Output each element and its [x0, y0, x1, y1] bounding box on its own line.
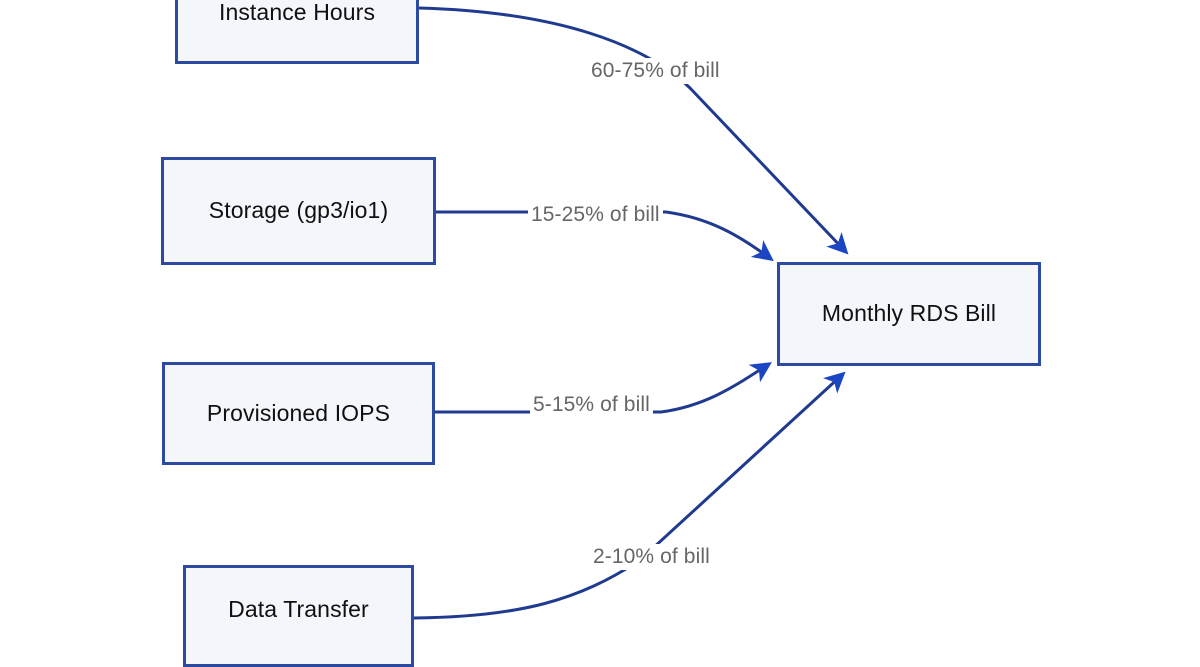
node-storage[interactable]: Storage (gp3/io1)	[161, 157, 436, 265]
edge-label-data-transfer: 2-10% of bill	[590, 544, 713, 570]
node-label-data-transfer: Data Transfer	[228, 596, 369, 623]
node-label-storage: Storage (gp3/io1)	[208, 197, 389, 224]
edge-path-storage	[436, 210, 774, 262]
edge-label-storage: 15-25% of bill	[528, 202, 663, 228]
edge-label-provisioned-iops: 5-15% of bill	[530, 392, 653, 418]
node-instance-hours[interactable]: Instance Hours	[175, 0, 419, 64]
diagram-canvas: Instance Hours Storage (gp3/io1) Provisi…	[161, 0, 1041, 667]
edge-path-provisioned-iops	[435, 362, 772, 414]
node-label-instance-hours: Instance Hours	[218, 0, 376, 26]
node-provisioned-iops[interactable]: Provisioned IOPS	[162, 362, 435, 465]
node-label-provisioned-iops: Provisioned IOPS	[206, 399, 391, 426]
node-label-monthly-rds-bill: Monthly RDS Bill	[821, 300, 997, 327]
node-monthly-rds-bill[interactable]: Monthly RDS Bill	[777, 262, 1041, 366]
edge-label-instance-hours: 60-75% of bill	[588, 58, 723, 84]
node-data-transfer[interactable]: Data Transfer	[183, 565, 414, 667]
